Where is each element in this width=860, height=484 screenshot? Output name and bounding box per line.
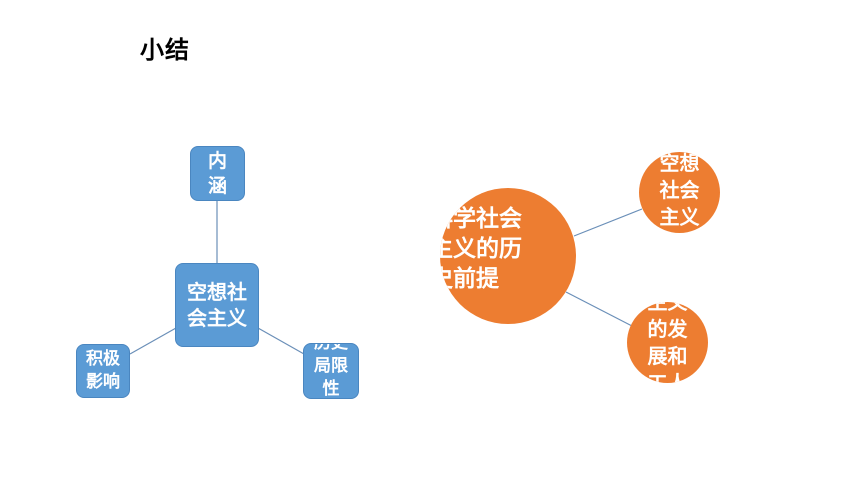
node-historical-limitations[interactable]: 历史局限性	[303, 343, 359, 399]
node-label: 空想社会主义	[187, 280, 247, 330]
connector-center-right	[257, 327, 305, 355]
node-capitalism-workers-movement[interactable]: 资本主义的发展和工人运动	[627, 302, 708, 383]
node-utopian-socialism-orange[interactable]: 空想社会主义	[639, 152, 720, 233]
node-label: 内涵	[207, 149, 227, 197]
node-label: 历史局限性	[314, 343, 348, 399]
connector-big-bottom	[565, 291, 633, 327]
node-label: 资本主义的发展和工人运动	[647, 302, 688, 383]
node-connotation[interactable]: 内涵	[190, 146, 245, 201]
node-label: 积极影响	[86, 349, 120, 392]
node-label: 科学社会主义的历史前提	[440, 206, 522, 292]
node-historical-premise[interactable]: 科学社会主义的历史前提	[440, 188, 576, 324]
connector-center-left	[129, 327, 177, 355]
node-utopian-socialism[interactable]: 空想社会主义	[175, 263, 259, 347]
node-label: 空想社会主义	[659, 152, 700, 229]
slide-title: 小结	[140, 36, 190, 64]
connector-big-top	[573, 208, 643, 237]
node-positive-influence[interactable]: 积极影响	[76, 344, 130, 398]
